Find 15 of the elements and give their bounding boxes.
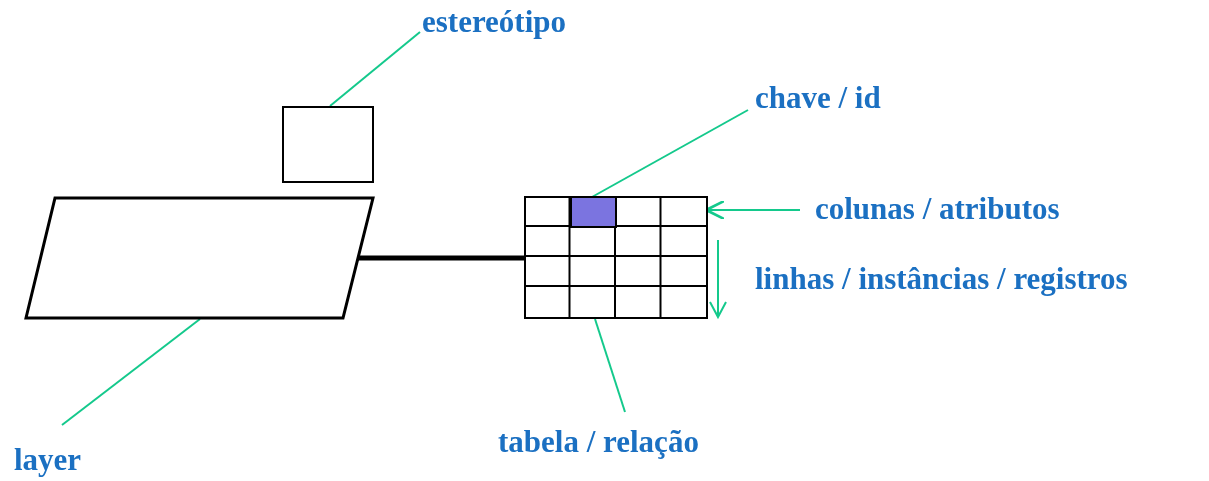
stereotype-box <box>282 106 374 183</box>
leader-line <box>61 318 201 426</box>
table-grid <box>524 196 708 319</box>
leader-line <box>591 109 749 198</box>
leader-line <box>329 31 421 107</box>
callout-label: layer <box>14 442 82 478</box>
leader-line <box>594 318 626 413</box>
callout-label: colunas / atributos <box>815 191 1060 227</box>
callout-label: tabela / relação <box>498 424 699 460</box>
layer-parallelogram <box>25 196 375 320</box>
callout-label: chave / id <box>755 80 881 116</box>
key-cell <box>569 196 617 228</box>
connector-line <box>358 255 524 261</box>
row-label: linhas / instâncias / registros <box>755 261 1128 297</box>
callout-label: estereótipo <box>422 4 567 40</box>
